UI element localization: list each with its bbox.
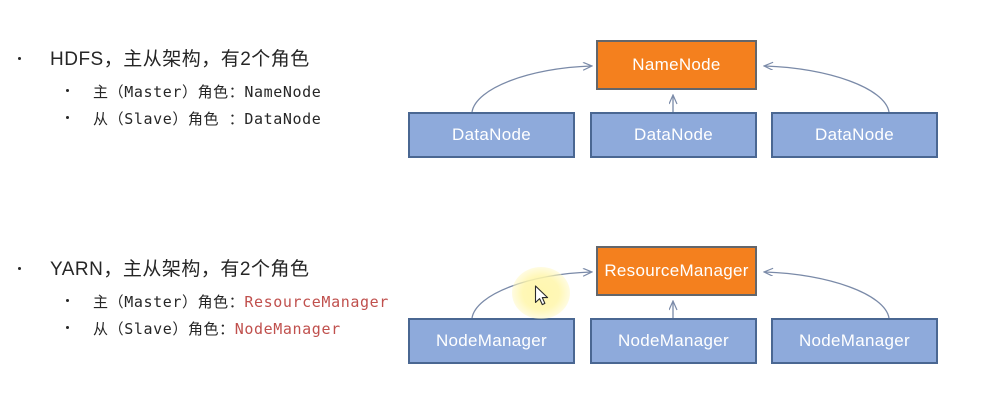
yarn-master-prefix: 主（Master）角色：	[93, 293, 245, 311]
yarn-node-nodemanager-3[interactable]: NodeManager	[771, 318, 938, 364]
yarn-heading: YARN，主从架构，有2个角色	[50, 259, 310, 280]
bullet-dot-icon	[18, 267, 21, 270]
bullet-dot-icon	[66, 326, 69, 329]
yarn-node-nodemanager-1[interactable]: NodeManager	[408, 318, 575, 364]
yarn-slave-line: 从（Slave）角色：NodeManager	[93, 318, 341, 339]
hdfs-text-block: HDFS，主从架构，有2个角色 主（Master）角色：NameNode 从（S…	[0, 44, 410, 135]
hdfs-node-namenode[interactable]: NameNode	[596, 40, 757, 90]
yarn-node-resourcemanager[interactable]: ResourceManager	[596, 246, 757, 296]
hdfs-node-datanode-3[interactable]: DataNode	[771, 112, 938, 158]
yarn-slave-prefix: 从（Slave）角色：	[93, 320, 235, 338]
hdfs-heading: HDFS，主从架构，有2个角色	[50, 49, 310, 70]
yarn-node-nodemanager-2[interactable]: NodeManager	[590, 318, 757, 364]
hdfs-node-datanode-2[interactable]: DataNode	[590, 112, 757, 158]
hdfs-slave-value: DataNode	[244, 110, 322, 128]
yarn-master-value: ResourceManager	[244, 293, 389, 311]
yarn-text-block: YARN，主从架构，有2个角色 主（Master）角色：ResourceMana…	[0, 254, 410, 345]
yarn-sub-item-master: 主（Master）角色：ResourceManager	[0, 291, 410, 312]
hdfs-slave-line: 从（Slave）角色 ：DataNode	[93, 108, 321, 129]
hdfs-heading-row: HDFS，主从架构，有2个角色	[0, 44, 410, 71]
hdfs-master-value: NameNode	[244, 83, 322, 101]
bullet-dot-icon	[66, 89, 69, 92]
yarn-slave-value: NodeManager	[234, 320, 341, 338]
hdfs-master-prefix: 主（Master）角色：	[93, 83, 245, 101]
yarn-master-line: 主（Master）角色：ResourceManager	[93, 291, 389, 312]
bullet-dot-icon	[18, 57, 21, 60]
hdfs-slave-prefix: 从（Slave）角色 ：	[93, 110, 245, 128]
hdfs-master-line: 主（Master）角色：NameNode	[93, 81, 321, 102]
bullet-dot-icon	[66, 299, 69, 302]
yarn-edge-left	[471, 272, 591, 319]
hdfs-sub-item-master: 主（Master）角色：NameNode	[0, 81, 410, 102]
hdfs-node-datanode-1[interactable]: DataNode	[408, 112, 575, 158]
yarn-edge-right	[765, 272, 890, 319]
hdfs-sub-item-slave: 从（Slave）角色 ：DataNode	[0, 108, 410, 129]
hdfs-edge-right	[765, 66, 890, 113]
bullet-dot-icon	[66, 116, 69, 119]
yarn-sub-item-slave: 从（Slave）角色：NodeManager	[0, 318, 410, 339]
yarn-architecture-diagram: ResourceManager NodeManager NodeManager …	[400, 236, 960, 386]
yarn-heading-row: YARN，主从架构，有2个角色	[0, 254, 410, 281]
hdfs-edge-left	[471, 66, 591, 113]
hdfs-architecture-diagram: NameNode DataNode DataNode DataNode	[400, 30, 960, 180]
